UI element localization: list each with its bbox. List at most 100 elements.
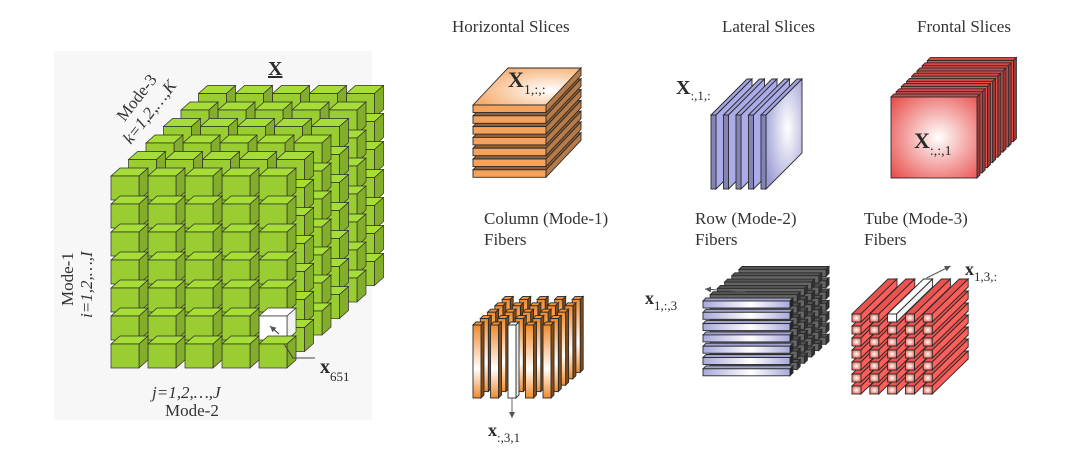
mode1-label: Mode-1 [58, 252, 77, 306]
tube-fiber-front [922, 337, 933, 347]
horizontal-slice-front [472, 126, 547, 135]
tube-fiber-front [904, 349, 915, 359]
row-fiber-top [701, 331, 795, 336]
frontal-slice-side [997, 72, 1002, 159]
column-fiber-front [525, 324, 534, 399]
column-fiber-label: x:,3,1 [488, 420, 520, 445]
row-fibers-title-1: Row (Mode-2) [695, 209, 797, 228]
row-fiber-top [701, 297, 795, 302]
tube-fiber-front [887, 373, 898, 383]
lateral-slices-figure [709, 77, 804, 191]
tube-fiber-front [922, 325, 933, 335]
lateral-slice-front [735, 114, 742, 190]
column-fiber-side [533, 320, 537, 400]
mode2-label: Mode-2 [165, 401, 219, 420]
tube-fibers-title-1: Tube (Mode-3) [864, 209, 968, 228]
row-fiber-top [701, 320, 795, 325]
tube-fiber-front [851, 337, 862, 347]
element-leader-line [283, 343, 315, 359]
column-fiber-side [565, 308, 570, 387]
lateral-slice-front [748, 114, 754, 190]
tube-fiber-front [869, 325, 880, 335]
tube-fiber-label: x1,3,: [965, 259, 997, 284]
tensor-element-front [184, 343, 214, 369]
column-fiber-side [480, 320, 485, 400]
horizontal-slice-front [472, 169, 547, 178]
tube-fiber-front [887, 337, 898, 347]
column-fiber-side [579, 295, 584, 374]
tube-fiber-front [904, 337, 915, 347]
row-fiber-top [723, 278, 816, 283]
frontal-slice-subscript: :,:,1 [929, 144, 952, 159]
lateral-slice-front [710, 114, 717, 190]
column-fiber-front [507, 324, 517, 399]
tube-fiber-front [887, 385, 898, 395]
mode2-index: j=1,2,…,J [152, 383, 221, 402]
row-fiber-front [702, 368, 791, 377]
element-label: x651 [320, 356, 350, 384]
horizontal-slice-front [472, 136, 547, 146]
row-fiber-top [701, 354, 795, 358]
tensor-symbol: X [268, 58, 283, 80]
lateral-slice-front [760, 114, 767, 190]
tube-fiber-front [851, 361, 862, 371]
tube-fiber-front [887, 325, 898, 335]
tensor-element-front [258, 343, 288, 369]
tube-fiber-front [904, 361, 915, 371]
horizontal-slice-subscript: 1,:,: [523, 83, 546, 98]
frontal-slice-side [981, 87, 986, 174]
row-fiber-top [709, 291, 802, 296]
tube-fiber-front [869, 385, 880, 395]
tube-fiber-symbol: x [965, 259, 974, 279]
column-fibers-title-1: Column (Mode-1) [484, 209, 609, 228]
frontal-slices-title: Frontal Slices [917, 17, 1011, 36]
tube-fiber-front [851, 325, 862, 335]
row-fiber-front [702, 300, 791, 309]
frontal-slice-label: X:,:,1 [914, 128, 952, 159]
tube-fiber-front [904, 385, 915, 395]
horizontal-slice-front [472, 115, 547, 124]
column-fiber-side [515, 320, 520, 400]
tube-fiber-front [922, 373, 933, 383]
lateral-slice-subscript: :,1,: [690, 88, 711, 103]
row-fibers-figure [701, 265, 831, 377]
row-fiber-top [737, 266, 831, 270]
horizontal-slices-figure [471, 66, 583, 179]
horizontal-slice-symbol: X [508, 67, 524, 92]
tube-fiber-front [904, 313, 915, 323]
row-fiber-top [701, 308, 795, 313]
horizontal-slices-title: Horizontal Slices [452, 17, 570, 36]
frontal-slice-front [890, 96, 978, 179]
tube-fiber-front [887, 313, 898, 323]
row-fiber-label: x1,:,3 [645, 288, 677, 313]
frontal-slice-side [992, 77, 997, 164]
tube-fiber-front [922, 349, 933, 359]
horizontal-slice-front [472, 147, 547, 157]
tube-fiber-front [887, 349, 898, 359]
lateral-slice-front [723, 114, 729, 190]
row-fiber-top [701, 365, 795, 370]
row-fiber-front [702, 323, 791, 332]
frontal-slice-symbol: X [914, 128, 930, 153]
frontal-slice-side [1007, 61, 1012, 148]
row-fiber-front [702, 345, 791, 354]
tube-fibers-title-2: Fibers [864, 230, 907, 249]
column-fiber-side [557, 314, 562, 393]
row-fiber-top [716, 284, 809, 289]
horizontal-slice-front [472, 158, 547, 167]
tube-fiber-subscript: 1,3,: [974, 269, 998, 284]
mode1-index: i=1,2,…,I [77, 251, 96, 318]
tube-fibers-figure [850, 265, 970, 396]
row-fiber-top [730, 272, 823, 277]
lateral-slice-label: X:,1,: [676, 77, 711, 103]
frontal-slice-side [986, 82, 991, 169]
element-pointer-arrow [269, 325, 280, 335]
horizontal-slice-label: X1,:,: [508, 67, 546, 98]
column-fibers-figure [471, 295, 585, 418]
mode1-label-group: Mode-1 i=1,2,…,I [58, 251, 96, 318]
column-fiber-front [542, 324, 552, 399]
element-symbol: x [320, 356, 330, 378]
column-fiber-front [490, 324, 499, 399]
tube-fiber-front [851, 313, 862, 323]
tube-fiber-front [922, 385, 933, 395]
